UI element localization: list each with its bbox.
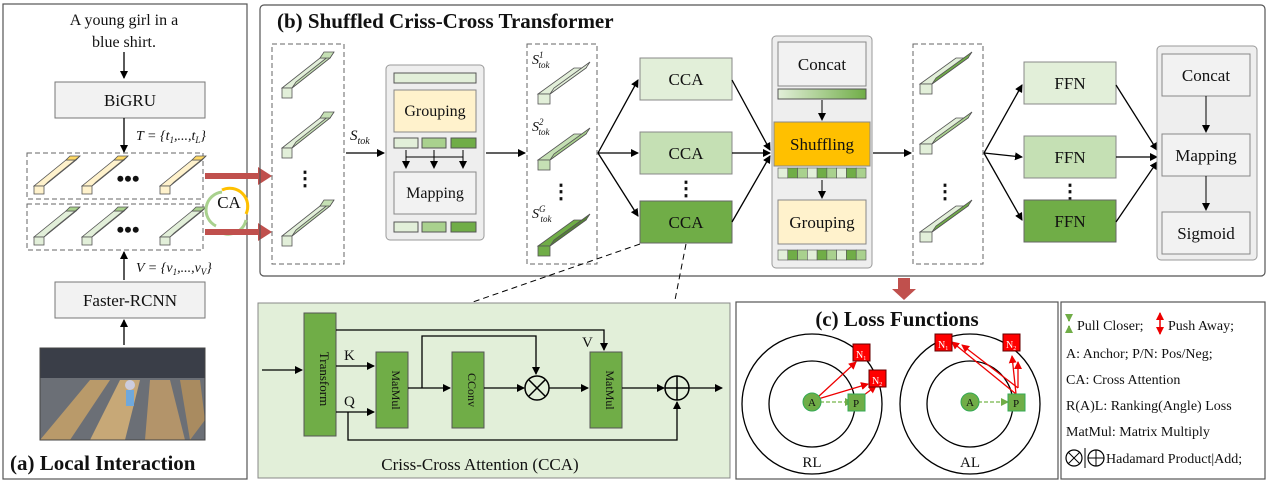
mapping-label-2: Mapping [1175, 146, 1237, 165]
legend-anchor: A: Anchor; P/N: Pos/Neg; [1066, 347, 1213, 362]
neg-1-node-al: N1 [938, 340, 948, 352]
cconv-box [451, 351, 485, 429]
k-label: K [344, 348, 355, 364]
grouping-label-2: Grouping [789, 213, 855, 232]
cca-label-3: CCA [669, 213, 705, 232]
v-label: V [582, 335, 593, 351]
v-set-label: V = {v1,...,vV} [136, 261, 212, 277]
neg-2-node-al: N2 [1006, 340, 1016, 352]
legend-loss: R(A)L: Ranking(Angle) Loss [1066, 399, 1232, 414]
panel-shuffled-criss-cross-transformer: (b) Shuffled Criss-Cross Transformer ⋮ S… [259, 4, 1266, 277]
matmul-label-2: MatMul [603, 370, 617, 410]
panel-a-title: (a) Local Interaction [10, 451, 196, 475]
legend-pull-closer: Pull Closer; [1077, 319, 1144, 334]
legend: Pull Closer; Push Away; A: Anchor; P/N: … [1060, 301, 1266, 480]
matmul-box-1 [375, 351, 409, 429]
panel-loss-functions: (c) Loss Functions N1 N2 A P RL N1 N2 A … [735, 278, 1059, 480]
panel-c-title: (c) Loss Functions [815, 307, 978, 331]
cca-box-3 [639, 200, 733, 244]
legend-frame [1060, 301, 1266, 480]
mapping-box [393, 171, 477, 215]
visual-feature-group [26, 203, 204, 251]
panel-b-title: (b) Shuffled Criss-Cross Transformer [277, 9, 614, 33]
al-label: AL [960, 455, 980, 471]
ffn-label-1: FFN [1054, 74, 1085, 93]
cca-caption: Criss-Cross Attention (CCA) [381, 455, 578, 474]
svg-text:•••: ••• [116, 217, 139, 242]
anchor-node-rl: A [808, 397, 816, 409]
ffn-label-2: FFN [1054, 148, 1085, 167]
legend-ca: CA: Cross Attention [1066, 373, 1180, 388]
group-token-column [526, 43, 598, 265]
transform-label: Transform [317, 352, 332, 406]
concat-label-1: Concat [798, 55, 846, 74]
transform-box [303, 312, 337, 437]
bigru-box [54, 81, 206, 119]
grouping-box [393, 89, 477, 133]
legend-push-away: Push Away; [1168, 319, 1234, 334]
matmul-label-1: MatMul [389, 370, 403, 410]
anchor-node-al: A [966, 397, 974, 409]
grouping-label: Grouping [404, 103, 465, 120]
s-tok-label: Stok [350, 128, 370, 147]
cca-box-2 [639, 131, 733, 175]
mapping-box-2 [1161, 133, 1251, 177]
faster-rcnn-label: Faster-RCNN [83, 291, 177, 310]
neg-2-node-rl: N2 [872, 376, 882, 388]
svg-text:⋮: ⋮ [935, 181, 955, 203]
panel-b-frame [259, 4, 1266, 277]
grouping-box-2 [777, 199, 867, 245]
t-set-label: T = {t1,...,tL} [136, 129, 206, 145]
svg-text:•••: ••• [116, 166, 139, 191]
panel-c-frame [735, 301, 1059, 480]
text-feature-group [26, 152, 204, 200]
ffn-box-2 [1023, 135, 1117, 179]
hadamard-icon [1065, 449, 1083, 467]
svg-text:⋮: ⋮ [295, 168, 315, 190]
shuffling-label: Shuffling [790, 135, 854, 154]
svg-text:⋮: ⋮ [676, 178, 696, 200]
text-caption-2: blue shirt. [92, 34, 156, 51]
legend-hadamard: Hadamard Product|Add; [1106, 452, 1242, 467]
ffn-box-1 [1023, 61, 1117, 105]
ffn-label-3: FFN [1054, 212, 1085, 231]
concat-box-1 [777, 41, 867, 87]
cca-label-1: CCA [669, 70, 705, 89]
neg-1-node-rl: N1 [856, 350, 866, 362]
bowling-alley-photo [39, 347, 206, 441]
faster-rcnn-box [54, 281, 206, 319]
ffn-box-3 [1023, 199, 1117, 243]
bigru-label: BiGRU [104, 91, 156, 110]
cca-label-2: CCA [669, 144, 705, 163]
pos-node-al: P [1013, 398, 1019, 410]
mapping-label: Mapping [406, 185, 464, 202]
cca-detail-panel: Transform K Q MatMul CConv V MatMul Cris… [257, 243, 731, 479]
cca-box-1 [639, 57, 733, 101]
output-token-column [912, 43, 984, 265]
pos-node-rl: P [853, 398, 859, 410]
rl-label: RL [802, 455, 821, 471]
matmul-box-2 [589, 351, 623, 429]
text-token-cubes [32, 155, 207, 195]
cconv-label: CConv [465, 373, 479, 407]
panel-a-frame [2, 3, 248, 480]
token-column [271, 43, 345, 265]
panel-local-interaction: A young girl in a blue shirt. BiGRU T = … [2, 3, 272, 480]
sigmoid-label: Sigmoid [1177, 224, 1235, 243]
ca-label: CA [217, 193, 241, 212]
q-label: Q [344, 394, 355, 410]
shuffling-box [773, 121, 871, 167]
visual-token-cubes [32, 206, 207, 246]
cca-detail-frame [257, 302, 731, 479]
svg-text:⋮: ⋮ [551, 181, 571, 203]
svg-text:⋮: ⋮ [1060, 181, 1080, 203]
concat-label-2: Concat [1182, 66, 1230, 85]
sigmoid-box [1161, 211, 1251, 255]
text-caption: A young girl in a [70, 12, 178, 29]
legend-matmul: MatMul: Matrix Multiply [1066, 425, 1210, 440]
